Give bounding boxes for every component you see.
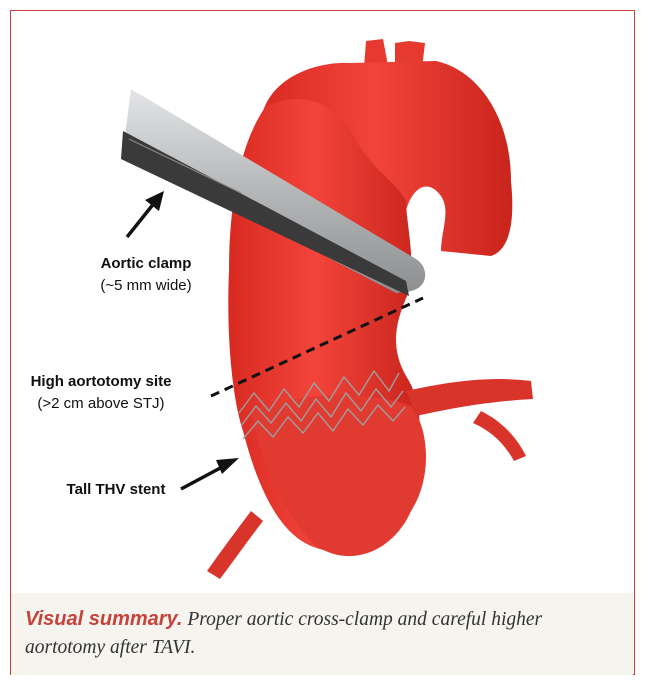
right-coronary bbox=[406, 379, 533, 416]
clamp-arrow bbox=[127, 191, 164, 237]
aortic-clamp-label: Aortic clamp (~5 mm wide) bbox=[81, 253, 211, 297]
figure-frame: Aortic clamp (~5 mm wide) High aortotomy… bbox=[10, 10, 635, 675]
stent-arrow bbox=[181, 458, 239, 489]
aorta-illustration bbox=[11, 11, 633, 591]
aortotomy-label: High aortotomy site (>2 cm above STJ) bbox=[21, 371, 181, 415]
caption-title: Visual summary. bbox=[25, 608, 182, 630]
stent-title: Tall THV stent bbox=[51, 479, 181, 501]
left-coronary bbox=[207, 511, 263, 579]
aortic-clamp-title: Aortic clamp bbox=[81, 253, 211, 275]
aortic-clamp-detail: (~5 mm wide) bbox=[81, 275, 211, 297]
stent-label: Tall THV stent bbox=[51, 479, 181, 501]
caption-body: Visual summary. Proper aortic cross-clam… bbox=[25, 605, 619, 662]
aortotomy-title: High aortotomy site bbox=[21, 371, 181, 393]
aortic-root bbox=[251, 395, 426, 556]
coronary-branch bbox=[473, 411, 526, 461]
caption-box: Visual summary. Proper aortic cross-clam… bbox=[11, 593, 633, 675]
aortotomy-detail: (>2 cm above STJ) bbox=[21, 393, 181, 415]
